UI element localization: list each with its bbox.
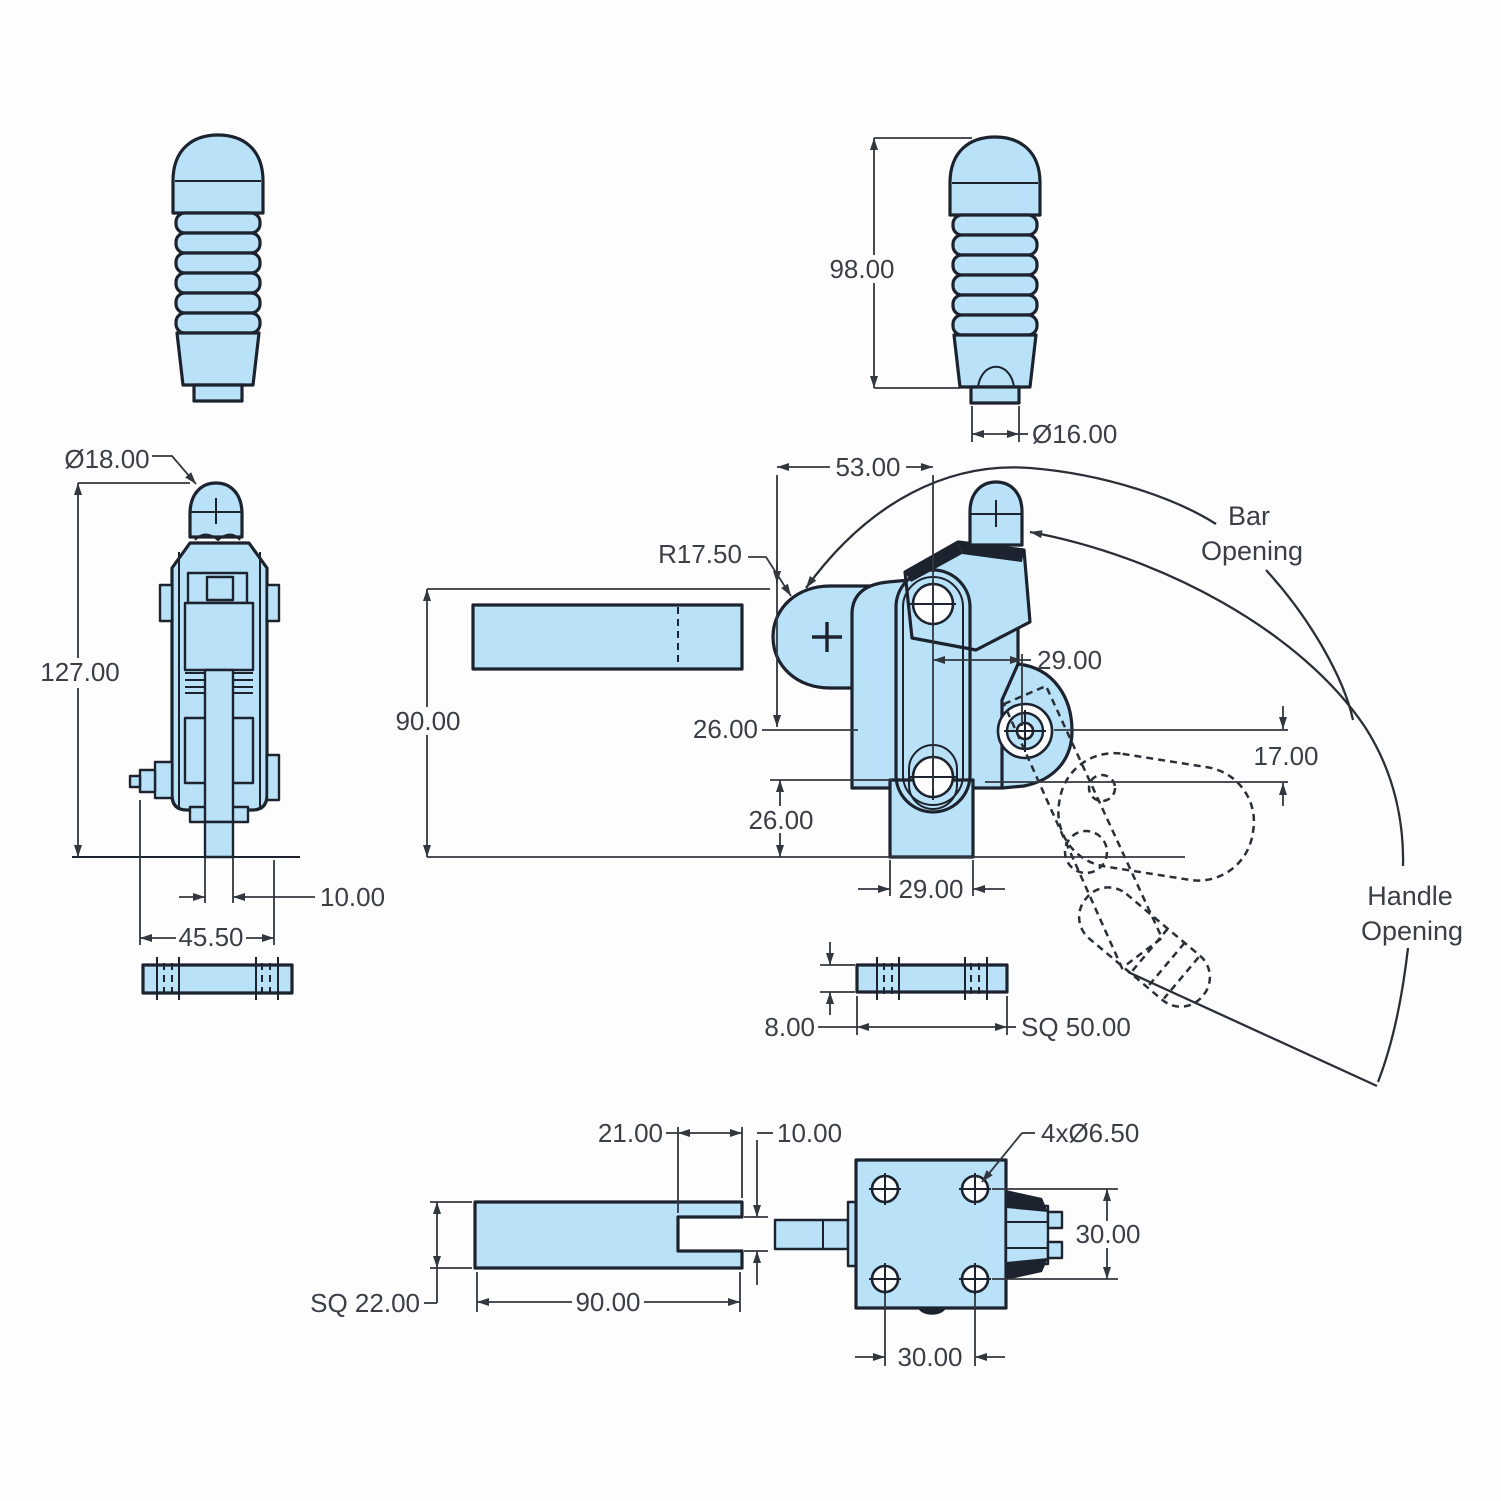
- dim-hole-pitch-h-text: 30.00: [897, 1342, 962, 1372]
- front-screw-nut: [138, 768, 157, 794]
- bar-shape: [473, 1200, 744, 1270]
- front-pad-edge: [141, 957, 294, 1000]
- dim-mount-height-text: 90.00: [395, 706, 460, 736]
- dim-mount-holes: [981, 1132, 1035, 1183]
- pad-section-view: 8.00 SQ 50.00: [764, 942, 1131, 1042]
- front-view: Ø18.00 127.00 10.00 45.50: [40, 444, 385, 1000]
- dim-slot-width: [744, 1132, 773, 1285]
- front-right-lower-tab: [265, 753, 281, 802]
- dim-knob-diameter: [152, 455, 197, 485]
- bar-opening-label-2: Opening: [1201, 536, 1303, 566]
- handle-opening-leader: [1376, 947, 1410, 1083]
- bar-opening-label-1: Bar: [1228, 501, 1270, 531]
- lobe-center-mark: [812, 622, 842, 652]
- open-handle-axis-line: [1127, 970, 1378, 1088]
- front-left-tab: [158, 583, 174, 623]
- dim-base-height-text: 26.00: [748, 805, 813, 835]
- front-right-tab: [265, 583, 281, 623]
- dim-base-width-text: 29.00: [898, 874, 963, 904]
- grip-detail-view: [171, 133, 265, 403]
- handle-opening-label-2: Opening: [1361, 916, 1463, 946]
- bar-view: 21.00 10.00 SQ 22.00 90.00: [310, 1118, 842, 1318]
- dim-bar-axis-offset: [762, 562, 858, 731]
- dim-slot-length-text: 21.00: [598, 1118, 663, 1148]
- dim-open-drop-text: 17.00: [1253, 741, 1318, 771]
- dim-body-width-text: 45.50: [178, 922, 243, 952]
- phantom-open-lever: [1002, 684, 1164, 970]
- pad-section: [855, 963, 1009, 994]
- dim-mount-holes-text: 4xØ6.50: [1041, 1118, 1139, 1148]
- dim-pad-thickness: [818, 942, 857, 1028]
- dim-shank-diameter-text: Ø16.00: [1032, 419, 1117, 449]
- front-plunger-stem: [203, 820, 235, 859]
- grip-shape: [171, 133, 265, 403]
- grip-side-view: 98.00 Ø16.00: [828, 135, 1117, 449]
- dim-open-drop: [985, 706, 1288, 806]
- front-screw-washer: [153, 760, 174, 800]
- dim-bar-radius-text: R17.50: [658, 539, 742, 569]
- base-view: 4xØ6.50 30.00 30.00: [773, 1118, 1142, 1372]
- dim-pad-size: [856, 996, 1016, 1035]
- dim-shank-diameter: [971, 406, 1028, 442]
- dim-grip-length-text: 98.00: [829, 254, 894, 284]
- dim-pad-thickness-text: 8.00: [764, 1012, 815, 1042]
- dim-pivot-offset: [933, 654, 1031, 726]
- dim-bar-length-text: 90.00: [575, 1287, 640, 1317]
- dim-plunger-width-text: 10.00: [320, 882, 385, 912]
- dim-plunger-width: [179, 858, 315, 903]
- dim-base-width: [858, 860, 1005, 896]
- dim-knob-diameter-text: Ø18.00: [64, 444, 149, 474]
- base-spindle-mech: [1004, 1190, 1064, 1280]
- dim-hole-pitch-v-text: 30.00: [1075, 1219, 1140, 1249]
- bar-opening-leader: [1265, 569, 1355, 721]
- dim-hole-offset-text: 53.00: [835, 452, 900, 482]
- dim-hole-pitch-h: [855, 1294, 1005, 1366]
- front-mid-block: [183, 601, 255, 672]
- side-view: Bar Opening Handle Opening 53.00 R17.50 …: [394, 452, 1463, 1088]
- handle-opening-label-1: Handle: [1367, 881, 1453, 911]
- dim-bar-section-text: SQ 22.00: [310, 1288, 420, 1318]
- dim-bar-radius: [748, 556, 792, 597]
- dim-bar-section: [424, 1201, 472, 1304]
- base-bar-stub: [773, 1218, 850, 1251]
- grip-shape: [948, 135, 1042, 405]
- front-plunger-column: [203, 668, 235, 824]
- phantom-open-bar: [1057, 751, 1256, 882]
- side-bar: [471, 603, 744, 671]
- dim-slot-width-text: 10.00: [777, 1118, 842, 1148]
- phantom-open-handle: [1077, 886, 1212, 1008]
- dim-overall-height-text: 127.00: [40, 657, 120, 687]
- base-mount-holes: [869, 1173, 991, 1295]
- dim-slot-length: [666, 1127, 743, 1213]
- dim-pad-size-text: SQ 50.00: [1021, 1012, 1131, 1042]
- dim-bar-axis-offset-text: 26.00: [693, 714, 758, 744]
- dim-pivot-offset-text: 29.00: [1037, 645, 1102, 675]
- bar-opening-arc: [805, 466, 1217, 589]
- handle-opening-arc: [1029, 530, 1405, 867]
